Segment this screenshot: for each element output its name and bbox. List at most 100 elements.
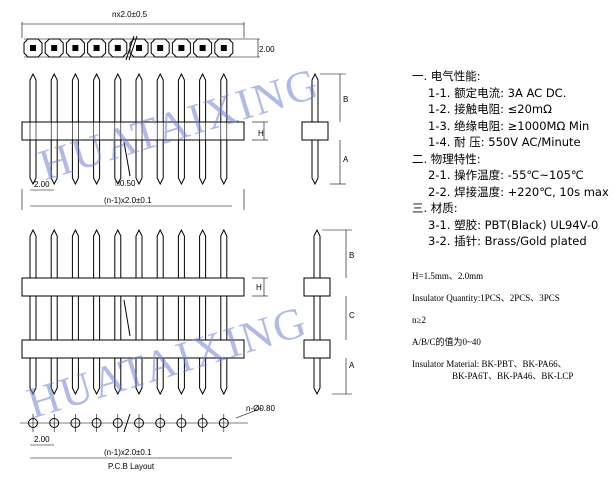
front-view-single [21, 72, 268, 210]
spec-list: 一. 电气性能: 1-1. 额定电流: 3A AC DC. 1-2. 接触电阻:… [412, 68, 609, 250]
dim-label-a-2: A [349, 361, 355, 370]
note-quantity: Insulator Quantity:1PCS、2PCS、3PCS [412, 293, 560, 303]
spec-item: 2-1. 操作温度: -55℃~105℃ [428, 168, 584, 182]
dim-pitch-pcb: 2.00 [34, 435, 50, 444]
pin-square [93, 45, 100, 51]
pin-lower [71, 140, 79, 186]
pin-lower [199, 140, 207, 186]
pin-square [72, 45, 79, 51]
side-pin-lower [313, 358, 321, 396]
spec-item: 1-3. 绝缘电阻: ≥1000MΩ Min [428, 118, 590, 133]
spec-item: 3-1. 塑胶: PBT(Black) UL94V-0 [428, 217, 599, 232]
pin-lower [114, 358, 122, 396]
pin-lower [71, 358, 79, 396]
pin-square [220, 45, 227, 51]
side-view-single [301, 72, 346, 186]
break-mark [123, 299, 131, 337]
spec-item: 1-2. 接触电阻: ≤20mΩ [428, 102, 552, 116]
dim-body-height: 2.00 [259, 45, 275, 54]
pin-lower [114, 140, 122, 186]
note-abc: A/B/C的值为0~40 [412, 337, 481, 347]
pin-lower [50, 358, 58, 396]
spec-heading-electrical: 一. 电气性能: [412, 69, 481, 83]
pin-square [199, 45, 206, 51]
dimension-labels: nx2.0±0.5 2.00 2.00 □0.50 (n-1)x2.0±0.1 … [34, 10, 355, 457]
dim-top-width: nx2.0±0.5 [112, 10, 148, 19]
pin-lower [93, 140, 101, 186]
note-n: n≥2 [412, 315, 426, 325]
front-view-double [21, 228, 268, 396]
note-h: H=1.5mm、2.0mm [412, 271, 484, 281]
pin-upper [93, 72, 101, 122]
dim-overall-top: (n-1)x2.0±0.1 [104, 196, 152, 205]
insulator-body-upper [21, 277, 245, 297]
pin-upper [71, 228, 79, 278]
spec-item: 3-2. 插针: Brass/Gold plated [428, 234, 587, 248]
pcb-layout [20, 407, 263, 459]
dim-label-h-1: H [258, 129, 264, 138]
pin-upper [199, 72, 207, 122]
spec-heading-physical: 二. 物理特性: [412, 151, 481, 166]
pin-upper [220, 228, 228, 278]
pin-upper [93, 228, 101, 278]
pin-lower [220, 140, 228, 186]
side-body-upper [303, 277, 331, 297]
pin-upper [135, 228, 143, 278]
pin-square [30, 45, 36, 51]
pin-lower [156, 358, 164, 396]
dim-hole: n-Ø0.80 [246, 404, 275, 413]
note-material-1: Insulator Material: BK-PBT、BK-PA66、 [412, 359, 567, 369]
side-pin-lower [311, 140, 319, 186]
dim-label-h-2: H [256, 283, 262, 292]
side-body [301, 121, 329, 141]
side-view-double [303, 228, 352, 396]
break-mark [128, 35, 138, 61]
pin-square [51, 45, 58, 51]
pin-square [114, 45, 121, 51]
pin-lower [177, 140, 185, 186]
pin-upper [50, 72, 58, 122]
pin-lower [29, 358, 37, 396]
pin-upper [50, 228, 58, 278]
spec-item: 1-1. 额定电流: 3A AC DC. [428, 85, 567, 100]
dim-label-a-1: A [343, 155, 349, 164]
spec-item: 1-4. 耐 压: 550V AC/Minute [428, 135, 581, 149]
pin-upper [114, 228, 122, 278]
notes-block: H=1.5mm、2.0mm Insulator Quantity:1PCS、2P… [412, 270, 573, 382]
pin-upper [71, 72, 79, 122]
insulator-body [21, 121, 245, 141]
pin-upper [220, 72, 228, 122]
pin-lower [135, 358, 143, 396]
dim-label-b-2: B [349, 251, 354, 260]
pin-lower [93, 358, 101, 396]
side-pin-upper [311, 72, 319, 122]
pin-square [136, 45, 142, 51]
note-material-2: BK-PA6T、BK-PA46、BK-LCP [452, 371, 574, 381]
pin-upper [114, 72, 122, 122]
dim-overall-pcb: (n-1)x2.0±0.1 [104, 448, 152, 457]
pin-upper [29, 228, 37, 278]
dim-label-b-1: B [343, 95, 348, 104]
pin-upper [177, 228, 185, 278]
spec-heading-material: 三. 材质: [412, 201, 458, 215]
pin-lower [199, 358, 207, 396]
pin-lower [29, 140, 37, 186]
pin-upper [135, 72, 143, 122]
pin-lower [177, 358, 185, 396]
pin-square [157, 45, 164, 51]
spec-item: 2-2. 焊接温度: +220℃, 10s max [428, 184, 609, 199]
break-mark [125, 35, 135, 61]
pin-upper [156, 72, 164, 122]
pin-upper [156, 228, 164, 278]
top-view [21, 22, 260, 61]
side-body-lower [303, 339, 331, 359]
break-mark [123, 413, 131, 433]
dim-pin-square: □0.50 [115, 179, 136, 188]
pin-lower [220, 358, 228, 396]
pin-square [178, 45, 185, 51]
pin-lower [50, 140, 58, 186]
pin-upper [199, 228, 207, 278]
pin-lower [156, 140, 164, 186]
pin-upper [177, 72, 185, 122]
